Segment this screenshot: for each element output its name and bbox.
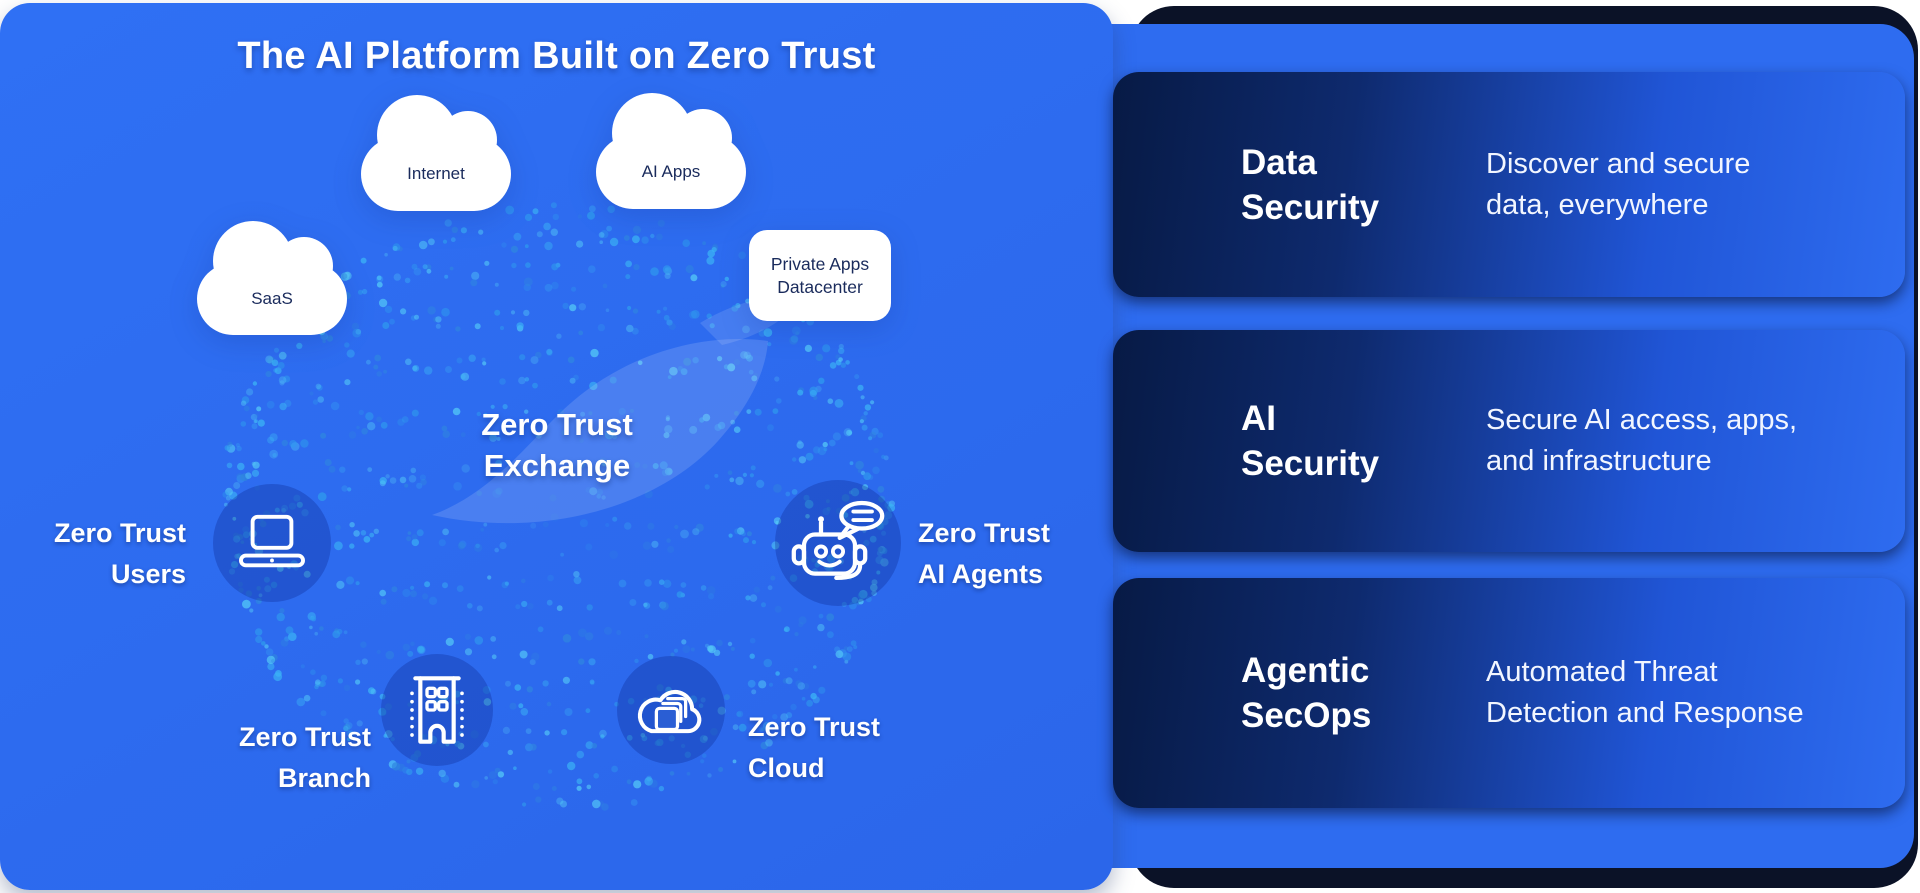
datacenter-line1: Private Apps xyxy=(770,253,870,274)
card-title: Agentic SecOps xyxy=(1241,648,1486,738)
branch-label-line1: Zero Trust xyxy=(238,722,371,752)
card-desc-line2: and infrastructure xyxy=(1486,445,1712,477)
ai-agents-label-line1: Zero Trust xyxy=(918,518,1051,548)
card-title-line1: AI xyxy=(1241,399,1276,438)
cloud-saas-label: SaaS xyxy=(251,289,293,308)
card-desc-line2: data, everywhere xyxy=(1486,188,1709,221)
center-line2: Exchange xyxy=(483,448,631,483)
card-title-line2: Security xyxy=(1241,187,1380,227)
users-node-label: Zero Trust Users xyxy=(26,513,186,595)
card-title-line1: Data xyxy=(1241,142,1317,182)
cloud-stack-icon xyxy=(637,689,702,734)
cloud-internet: Internet xyxy=(361,95,511,211)
cloud-label-line2: Cloud xyxy=(748,753,825,783)
zero-trust-exchange-label: Zero Trust Exchange xyxy=(407,404,707,486)
cloud-ai-apps: AI Apps xyxy=(596,93,746,209)
card-title: AI Security xyxy=(1241,396,1486,486)
card-ai-security: AI Security Secure AI access, apps, and … xyxy=(1113,330,1905,552)
branch-node-label: Zero Trust Branch xyxy=(191,717,371,799)
card-data-security: Data Security Discover and secure data, … xyxy=(1113,72,1905,297)
ai-agents-node-circle xyxy=(775,480,901,606)
card-desc-line1: Discover and secure xyxy=(1486,147,1751,180)
laptop-icon xyxy=(239,514,305,568)
users-label-line1: Zero Trust xyxy=(53,518,186,548)
page-title: The AI Platform Built on Zero Trust xyxy=(237,35,876,77)
users-node-circle xyxy=(213,484,331,602)
cloud-ai-apps-label: AI Apps xyxy=(641,162,701,181)
card-description: Discover and secure data, everywhere xyxy=(1486,144,1750,226)
branch-node-circle xyxy=(381,654,493,766)
card-desc-line1: Automated Threat xyxy=(1486,656,1718,688)
cloud-label-line1: Zero Trust xyxy=(748,712,881,742)
datacenter-line2: Datacenter xyxy=(777,276,863,297)
cloud-internet-label: Internet xyxy=(407,164,465,183)
card-description: Secure AI access, apps, and infrastructu… xyxy=(1486,400,1797,482)
card-title-line2: Security xyxy=(1241,444,1380,483)
cloud-node-label: Zero Trust Cloud xyxy=(748,707,948,789)
card-desc-line2: Detection and Response xyxy=(1486,697,1804,729)
users-label-line2: Users xyxy=(110,559,186,589)
card-title: Data Security xyxy=(1241,140,1486,230)
zero-trust-diagram-panel: The AI Platform Built on Zero Trust Inte… xyxy=(0,3,1113,890)
card-description: Automated Threat Detection and Response xyxy=(1486,652,1804,734)
card-agentic-secops: Agentic SecOps Automated Threat Detectio… xyxy=(1113,578,1905,808)
building-icon xyxy=(410,676,464,744)
card-title-line1: Agentic xyxy=(1241,651,1370,690)
card-title-line2: SecOps xyxy=(1241,696,1372,735)
datacenter-box: Private Apps Datacenter xyxy=(749,230,891,321)
card-desc-line1: Secure AI access, apps, xyxy=(1486,404,1798,436)
branch-label-line2: Branch xyxy=(277,763,371,793)
robot-icon xyxy=(791,500,885,580)
center-line1: Zero Trust xyxy=(481,407,633,442)
ai-agents-label-line2: AI Agents xyxy=(918,559,1044,589)
ai-agents-node-label: Zero Trust AI Agents xyxy=(918,513,1113,595)
cloud-saas: SaaS xyxy=(197,221,347,335)
